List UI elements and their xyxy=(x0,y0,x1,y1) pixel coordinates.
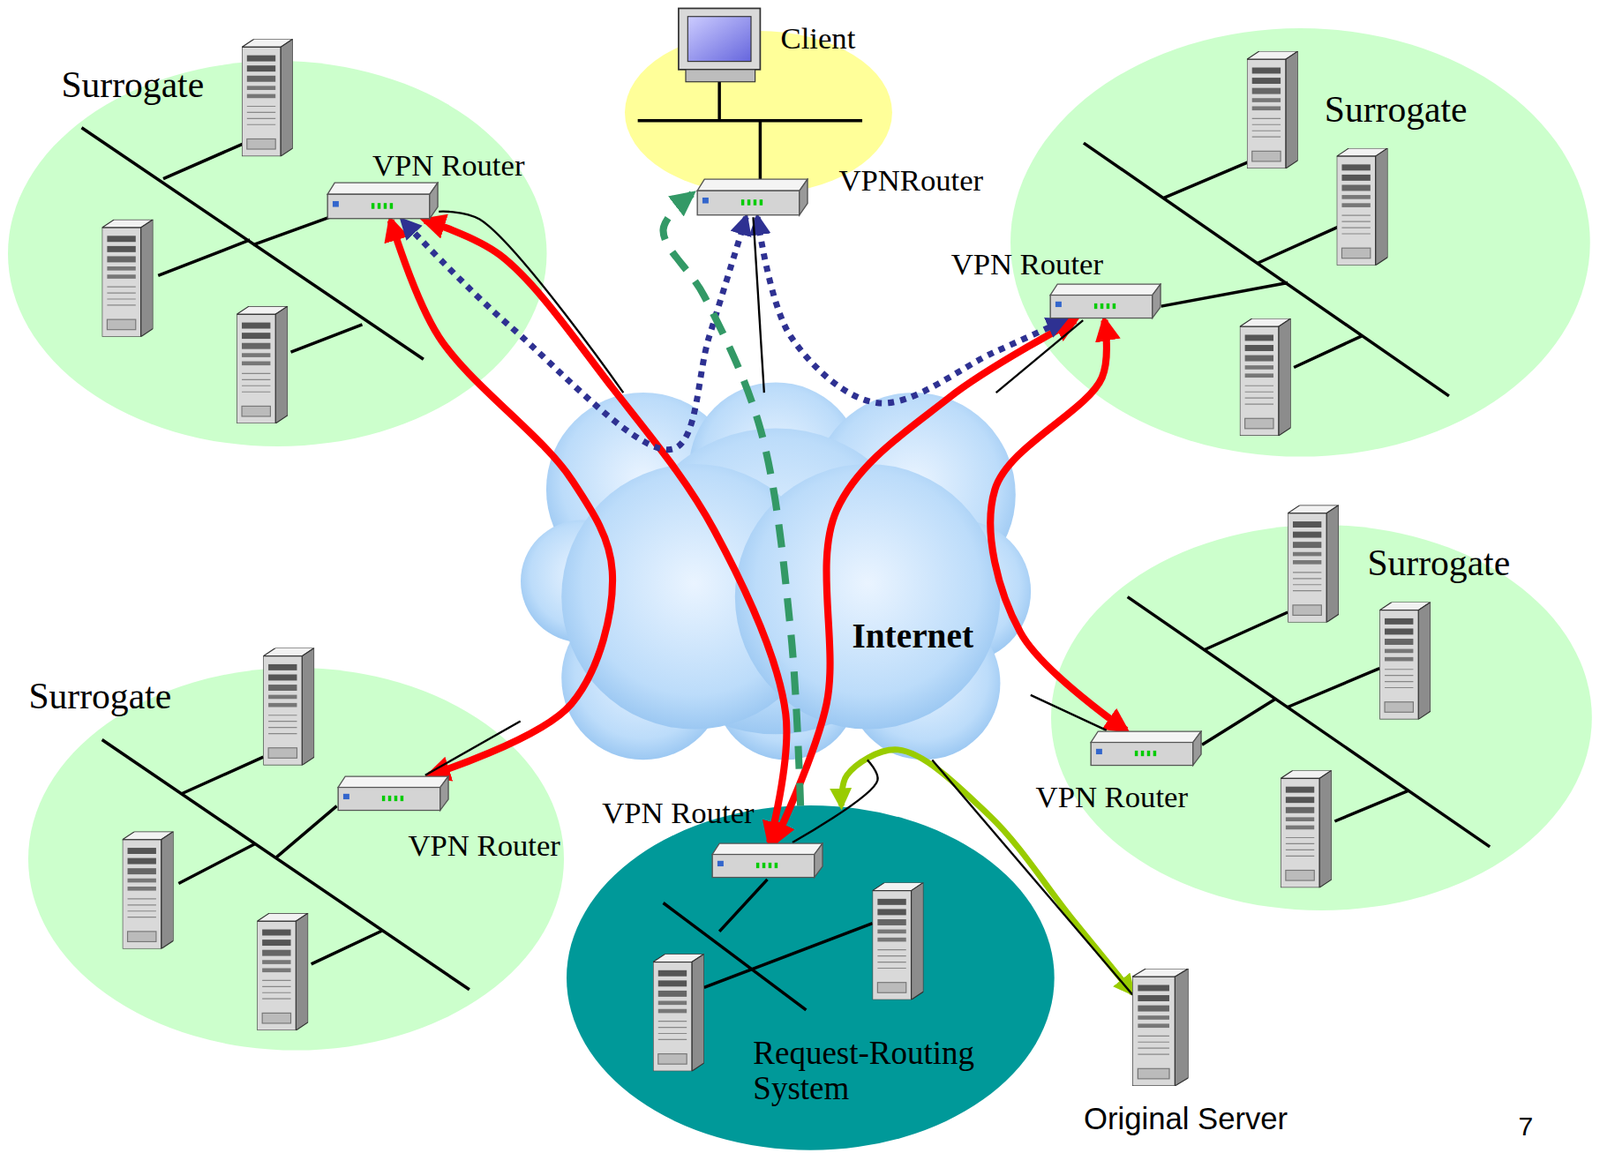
network-connector xyxy=(663,194,802,807)
server-icon xyxy=(262,647,315,766)
network-connector xyxy=(996,320,1084,393)
server-icon xyxy=(1280,770,1332,888)
router-icon xyxy=(711,842,824,880)
lan-cable xyxy=(1083,142,1450,397)
device-label: VPNRouter xyxy=(838,164,984,198)
site-ellipse xyxy=(1010,28,1591,458)
surrogate-site: SurrogateVPN Router xyxy=(1010,28,1591,458)
router-icon xyxy=(337,775,450,813)
router-body xyxy=(697,179,808,216)
device-label: VPN Router xyxy=(372,149,525,183)
server-icon xyxy=(1379,601,1431,720)
server-icon xyxy=(1239,318,1292,436)
server-icon xyxy=(241,38,293,157)
vpn-router: VPN Router xyxy=(326,181,439,221)
server-icon xyxy=(256,913,308,1031)
router-body xyxy=(327,182,438,219)
vpn-router: VPNRouter xyxy=(696,178,809,218)
network-connector xyxy=(841,750,1133,994)
server-icon xyxy=(1132,969,1189,1087)
router-body xyxy=(1090,731,1202,767)
router-icon xyxy=(696,178,809,218)
server-icon xyxy=(1337,148,1389,266)
site-ellipse-fill xyxy=(566,805,1055,1151)
lan-cable xyxy=(82,127,424,360)
network-connector xyxy=(402,217,746,450)
router-body xyxy=(1050,284,1161,319)
server-body xyxy=(1132,969,1189,1087)
network-connector xyxy=(424,220,787,843)
device-label: VPN Router xyxy=(408,829,561,864)
original-server: Original Server xyxy=(1132,969,1189,1087)
site-ellipse xyxy=(1051,525,1593,911)
site-title: Surrogate xyxy=(60,65,204,106)
computer-icon xyxy=(678,7,761,82)
site-title: Request-Routing System xyxy=(752,1036,1019,1108)
site-ellipse-fill xyxy=(1010,28,1591,458)
server-icon xyxy=(872,882,924,1000)
vpn-router: VPN Router xyxy=(711,842,824,880)
network-connector xyxy=(1030,695,1107,731)
network-connector xyxy=(753,217,765,393)
lan-cable xyxy=(102,740,470,991)
surrogate-site: SurrogateVPN Router xyxy=(7,60,548,447)
surrogate-site: SurrogateVPN Router xyxy=(28,668,564,1052)
site-ellipse-fill xyxy=(28,668,564,1052)
surrogate-site: SurrogateVPN Router xyxy=(1051,525,1593,911)
device-label: Original Server xyxy=(1083,1102,1288,1136)
network-connector xyxy=(390,220,613,776)
network-connector xyxy=(773,320,1075,843)
site-title: Internet xyxy=(851,617,974,656)
site-title: Surrogate xyxy=(28,676,172,718)
router-body xyxy=(338,776,449,812)
server-icon xyxy=(1246,51,1299,169)
network-connector xyxy=(792,759,879,843)
server-icon xyxy=(236,306,288,424)
site-title: Surrogate xyxy=(1367,543,1510,585)
monitor xyxy=(678,7,761,69)
cloud-shape xyxy=(520,392,1031,760)
server-icon xyxy=(653,953,705,1072)
server-icon xyxy=(1287,505,1339,624)
lan-cable xyxy=(638,82,863,182)
site-ellipse xyxy=(7,60,548,447)
router-body xyxy=(712,843,823,879)
router-icon xyxy=(1049,283,1162,321)
device-label: VPN Router xyxy=(601,796,754,831)
client-site: ClientVPNRouter xyxy=(624,30,893,195)
site-ellipse-fill xyxy=(7,60,548,447)
network-connector xyxy=(931,759,1133,995)
computer-base xyxy=(685,69,756,83)
network-connector xyxy=(438,211,624,393)
device-label: VPN Router xyxy=(1036,781,1188,815)
network-connector xyxy=(425,721,521,775)
network-connector xyxy=(757,217,1065,404)
vpn-router: VPN Router xyxy=(337,775,450,813)
server-icon xyxy=(122,832,174,950)
page-number: 7 xyxy=(1518,1111,1534,1142)
lan-cable xyxy=(1127,597,1490,848)
site-title: Client xyxy=(781,22,857,56)
server-icon xyxy=(102,219,154,338)
network-connector xyxy=(990,320,1127,731)
router-icon xyxy=(1089,730,1202,768)
lan-cable xyxy=(663,879,873,1011)
screen xyxy=(687,16,752,62)
router-icon xyxy=(326,181,439,221)
site-title: Surrogate xyxy=(1324,90,1468,131)
vpn-router: VPN Router xyxy=(1049,283,1162,321)
request-routing-site: Request-Routing System VPN Router xyxy=(566,805,1055,1151)
device-label: VPN Router xyxy=(951,247,1104,282)
cloud-puff xyxy=(735,464,1001,730)
internet-cloud: Internet xyxy=(520,392,1031,760)
vpn-router: VPN Router xyxy=(1089,730,1202,768)
site-ellipse-fill xyxy=(1051,525,1593,911)
